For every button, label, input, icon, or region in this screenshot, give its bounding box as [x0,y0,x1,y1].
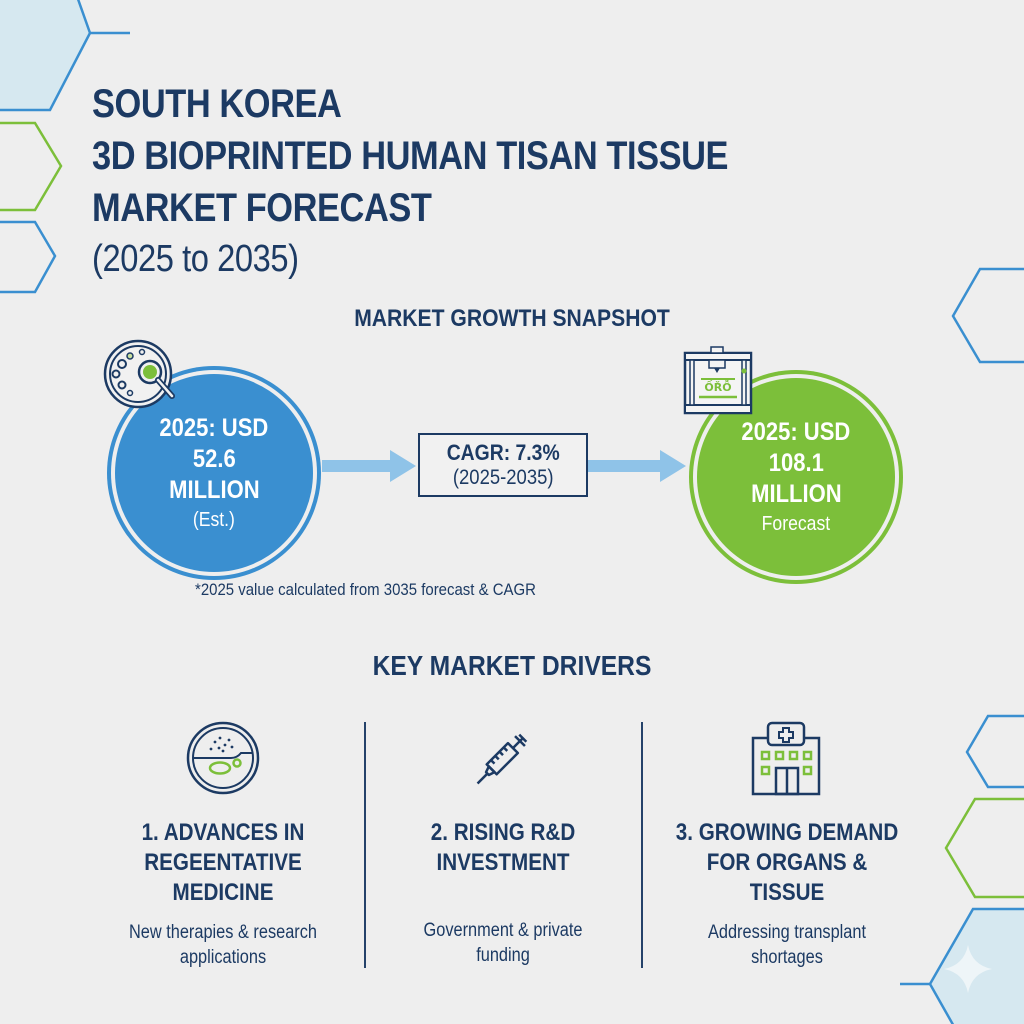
cagr-label: CAGR: 7.3% [446,440,560,465]
hospital-icon [751,721,821,796]
title-line-3: MARKET FORECAST [92,186,432,230]
drivers-heading: KEY MARKET DRIVERS [372,650,652,681]
driver-description: Government & private funding [423,920,583,966]
svg-text:ỐŘỖ: ỐŘỖ [704,379,731,394]
driver-item-regenerative-medicine: 1. ADVANCES IN REGEENTATIVE MEDICINE New… [93,720,353,970]
arrow-right-icon [322,450,416,482]
arrow-right-icon [588,450,686,482]
cell-dish-icon [186,721,260,795]
bioprinter-icon: ỐŘỖ [683,346,753,415]
hexagon-right-bottom-green-icon [944,797,1024,899]
hexagon-right-bottom-blue-icon [965,714,1024,789]
footnote: *2025 value calculated from 3035 forecas… [195,580,536,599]
start-year-label: 2025: USD [159,413,269,442]
start-note: (Est.) [192,508,236,531]
snapshot-heading: MARKET GROWTH SNAPSHOT [354,305,670,332]
driver-title: 2. RISING R&D INVESTMENT [430,819,576,876]
title-period: (2025 to 2035) [92,238,299,280]
petri-dish-magnifier-icon [103,339,175,409]
syringe-icon [476,733,528,785]
start-unit: MILLION [168,475,260,504]
driver-item-organ-demand: 3. GROWING DEMAND FOR ORGANS & TISSUE Ad… [657,720,917,970]
hexagon-left-blue-icon [0,220,57,294]
page-title: SOUTH KOREA 3D BIOPRINTED HUMAN TISAN TI… [92,78,832,284]
hexagon-top-left-icon [0,0,92,112]
end-value: 108.1 [768,448,824,477]
end-note: Forecast [761,512,831,535]
title-line-1: SOUTH KOREA [92,82,342,126]
cagr-box: CAGR: 7.3% (2025-2035) [418,433,588,497]
divider [364,722,366,968]
hexagon-right-blue-icon [951,267,1024,364]
sparkle-icon [944,945,992,993]
start-value-circle: 2025: USD 52.6 MILLION (Est.) [115,374,313,572]
end-year-label: 2025: USD [741,417,851,446]
hexagon-bottom-right-filled-icon [928,907,1024,1024]
title-line-2: 3D BIOPRINTED HUMAN TISAN TISSUE [92,134,729,178]
driver-description: Addressing transplant shortages [707,922,867,968]
driver-description: New therapies & research applications [128,922,317,968]
cagr-period: (2025-2035) [452,466,554,489]
start-value: 52.6 [192,444,236,473]
end-unit: MILLION [750,479,842,508]
driver-title: 3. GROWING DEMAND FOR ORGANS & TISSUE [675,819,899,906]
driver-title: 1. ADVANCES IN REGEENTATIVE MEDICINE [141,819,305,906]
divider [641,722,643,968]
driver-item-rd-investment: 2. RISING R&D INVESTMENT Government & pr… [373,720,633,968]
hexagon-left-green-icon [0,121,63,212]
